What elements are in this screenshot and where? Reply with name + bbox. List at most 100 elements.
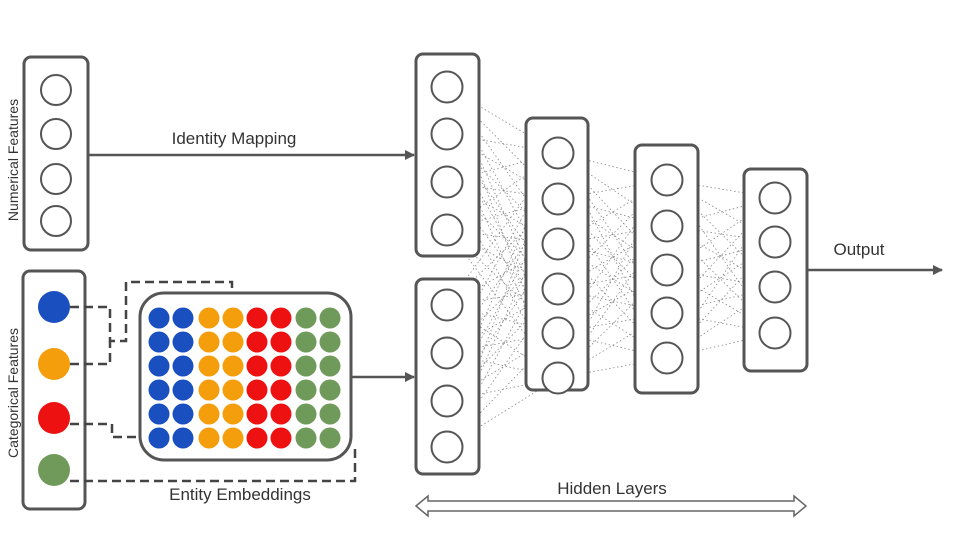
embedding-cell: [148, 403, 170, 425]
embedding-cell: [148, 307, 170, 329]
numerical-node: [40, 205, 72, 237]
embedding-cell: [198, 307, 220, 329]
embedding-cell: [148, 379, 170, 401]
embedding-cell: [198, 403, 220, 425]
neuron-node: [430, 336, 464, 370]
category-node-green: [38, 454, 70, 486]
embedding-cell: [172, 427, 194, 449]
embedding-cell: [246, 331, 268, 353]
embedding-cell: [270, 379, 292, 401]
embedding-cell: [246, 427, 268, 449]
layer-box: [414, 277, 481, 476]
embedding-cell: [319, 307, 341, 329]
embedding-cell: [198, 427, 220, 449]
connection-line: [666, 286, 776, 359]
neuron-node: [758, 181, 792, 215]
connection-line: [446, 152, 559, 183]
embedding-cell: [172, 355, 194, 377]
categorical-input-box: [21, 269, 87, 511]
dense-connections: [446, 86, 776, 448]
category-node-blue: [38, 291, 70, 323]
embedding-cell: [222, 307, 244, 329]
embedding-cell: [246, 355, 268, 377]
embedding-cell: [270, 403, 292, 425]
neuron-node: [430, 384, 464, 418]
numerical-input-box: [22, 55, 90, 252]
connection-line: [557, 198, 668, 227]
connection-line: [446, 181, 559, 379]
embedding-cell: [295, 379, 317, 401]
embedding-cell: [198, 331, 220, 353]
entity-embeddings-label: Entity Embeddings: [169, 485, 311, 504]
neuron-node: [758, 316, 792, 350]
connection-line: [446, 352, 559, 379]
embedding-cell: [172, 403, 194, 425]
neuron-node: [650, 296, 684, 330]
embedding-cell: [172, 307, 194, 329]
embedding-cell: [270, 307, 292, 329]
hidden-layers-label: Hidden Layers: [557, 479, 667, 498]
embedding-cell: [295, 307, 317, 329]
neuron-node: [758, 225, 792, 259]
embedding-cell: [222, 403, 244, 425]
embedding-cell: [319, 427, 341, 449]
neuron-node: [758, 270, 792, 304]
neuron-node: [541, 361, 575, 395]
output-layer: [742, 167, 809, 373]
connection-line: [446, 86, 559, 154]
connection-line: [446, 229, 559, 379]
embedding-cell: [172, 379, 194, 401]
numerical-features-label: Numerical Features: [5, 99, 21, 221]
connection-line: [557, 152, 668, 181]
neuron-node: [541, 136, 575, 170]
connection-line: [446, 304, 559, 334]
neuron-node: [541, 182, 575, 216]
numerical-node: [40, 74, 72, 106]
embedding-cell: [295, 331, 317, 353]
connection-line: [446, 181, 559, 200]
neuron-node: [430, 117, 464, 151]
numerical-node: [40, 118, 72, 150]
hidden-layer-2: [633, 143, 700, 395]
neuron-node: [650, 163, 684, 197]
neuron-node: [541, 316, 575, 350]
embedding-cell: [198, 355, 220, 377]
embedding-cell: [319, 355, 341, 377]
hidden-layer-1: [524, 116, 590, 395]
embedding-cell: [172, 331, 194, 353]
lookup-line-green: [70, 449, 357, 483]
embedding-cell: [198, 379, 220, 401]
connection-line: [446, 332, 559, 354]
hidden-layers-span-arrow: [414, 494, 808, 518]
neuron-node: [430, 165, 464, 199]
neuron-node: [650, 341, 684, 375]
embedding-cell: [319, 403, 341, 425]
embedding-cell: [319, 331, 341, 353]
connection-line: [446, 377, 559, 402]
network-layers: [414, 52, 809, 476]
category-node-red: [38, 402, 70, 434]
neuron-node: [650, 253, 684, 287]
connection-line: [446, 133, 559, 154]
neuron-node: [541, 272, 575, 306]
embedding-cell: [295, 355, 317, 377]
input-layer-numerical: [414, 52, 481, 258]
categorical-input-column: [21, 269, 87, 511]
neuron-node: [430, 288, 464, 322]
embedding-matrix: [148, 307, 341, 449]
layer-box: [414, 52, 481, 258]
embedding-cell: [222, 355, 244, 377]
embedding-cell: [270, 355, 292, 377]
embedding-cell: [148, 427, 170, 449]
output-label: Output: [833, 240, 884, 259]
neuron-node: [541, 227, 575, 261]
embedding-matrix-box: [138, 291, 353, 462]
embedding-cell: [222, 427, 244, 449]
embedding-cell: [222, 379, 244, 401]
identity-mapping-label: Identity Mapping: [172, 129, 297, 148]
categorical-features-label: Categorical Features: [5, 328, 21, 458]
embedding-cell: [246, 403, 268, 425]
embedding-cell: [319, 379, 341, 401]
embedding-cell: [295, 427, 317, 449]
embedding-cell: [270, 427, 292, 449]
